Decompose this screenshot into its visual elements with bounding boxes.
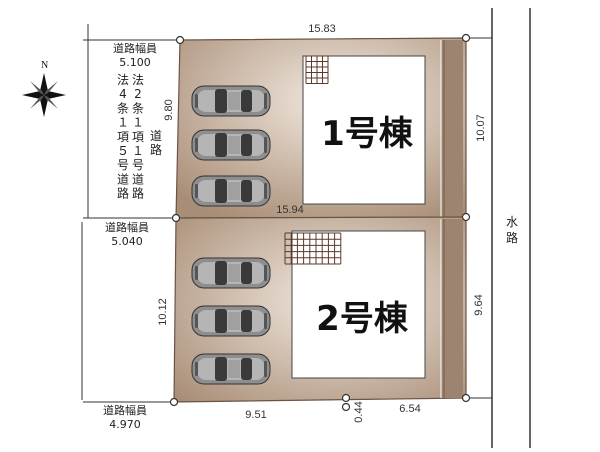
- legal-road-char: 法: [132, 73, 144, 87]
- road-width-label-north: 道路幅員: [113, 41, 157, 55]
- dimension-bottom-gap: 0.44: [353, 401, 365, 422]
- road-width-value-middle: 5.040: [111, 235, 143, 248]
- survey-point: [341, 393, 351, 403]
- legal-road-char: 法: [117, 73, 129, 87]
- legal-road-char: １: [132, 116, 144, 130]
- waterway-label: 水路: [506, 215, 518, 245]
- dimension-top: 15.83: [308, 23, 336, 35]
- legal-road-char: 項: [117, 130, 129, 144]
- legal-road-char: 4: [119, 87, 127, 101]
- building-1: 1号棟: [302, 55, 426, 205]
- legal-road-char: 項: [132, 130, 144, 144]
- legal-road-char: 路: [150, 142, 162, 157]
- dimension-left-lot2: 10.12: [157, 298, 169, 326]
- survey-point: [171, 213, 181, 223]
- building-2-label: 2号棟: [316, 299, 409, 339]
- dimension-left-lot1: 9.80: [163, 99, 175, 120]
- legal-road-char: 条: [132, 101, 144, 115]
- building-2: 2号棟: [284, 230, 426, 379]
- legal-road-char: 号: [132, 158, 144, 172]
- car-icon: [191, 85, 271, 117]
- dimension-middle: 15.94: [276, 204, 304, 216]
- legal-road-char: 2: [134, 87, 142, 101]
- legal-road-char: 路: [506, 230, 518, 245]
- car-icon: [191, 353, 271, 385]
- legal-road-char: 道: [117, 172, 129, 186]
- legal-road-char: １: [132, 144, 144, 158]
- road-width-value-north: 5.100: [119, 56, 151, 69]
- dimension-right-lot2: 9.64: [473, 294, 485, 315]
- legal-road-char: 条: [117, 101, 129, 115]
- legal-road-column-3: 道路: [150, 129, 162, 157]
- car-icon: [191, 257, 271, 289]
- legal-road-char: 道: [132, 172, 144, 186]
- legal-road-char: 道: [150, 129, 162, 143]
- legal-road-char: １: [117, 116, 129, 130]
- dimension-bottom-right: 6.54: [399, 403, 420, 415]
- survey-point: [461, 393, 471, 403]
- car-icon: [191, 305, 271, 337]
- grid-box-2: [284, 232, 342, 265]
- car-icon: [191, 129, 271, 161]
- compass-icon: N: [22, 60, 66, 117]
- road-width-label-middle: 道路幅員: [105, 220, 149, 234]
- survey-point: [461, 33, 471, 43]
- compass-north-label: N: [41, 60, 48, 71]
- road-width-value-south: 4.970: [109, 418, 141, 431]
- legal-road-char: ５: [117, 144, 129, 158]
- legal-road-char: 号: [117, 158, 129, 172]
- legal-road-char: 路: [132, 186, 144, 201]
- survey-points: [169, 33, 471, 412]
- car-icon: [191, 175, 271, 207]
- survey-point: [175, 35, 185, 45]
- grid-box-1: [305, 55, 329, 84]
- survey-point: [169, 397, 179, 407]
- road-width-label-south: 道路幅員: [103, 403, 147, 417]
- survey-point: [461, 212, 471, 222]
- dimension-right-lot1: 10.07: [475, 114, 487, 142]
- legal-road-char: 水: [506, 215, 518, 229]
- legal-road-char: 路: [117, 186, 129, 201]
- building-1-label: 1号棟: [321, 114, 414, 154]
- survey-point: [341, 402, 351, 412]
- dimension-bottom-left: 9.51: [245, 409, 266, 421]
